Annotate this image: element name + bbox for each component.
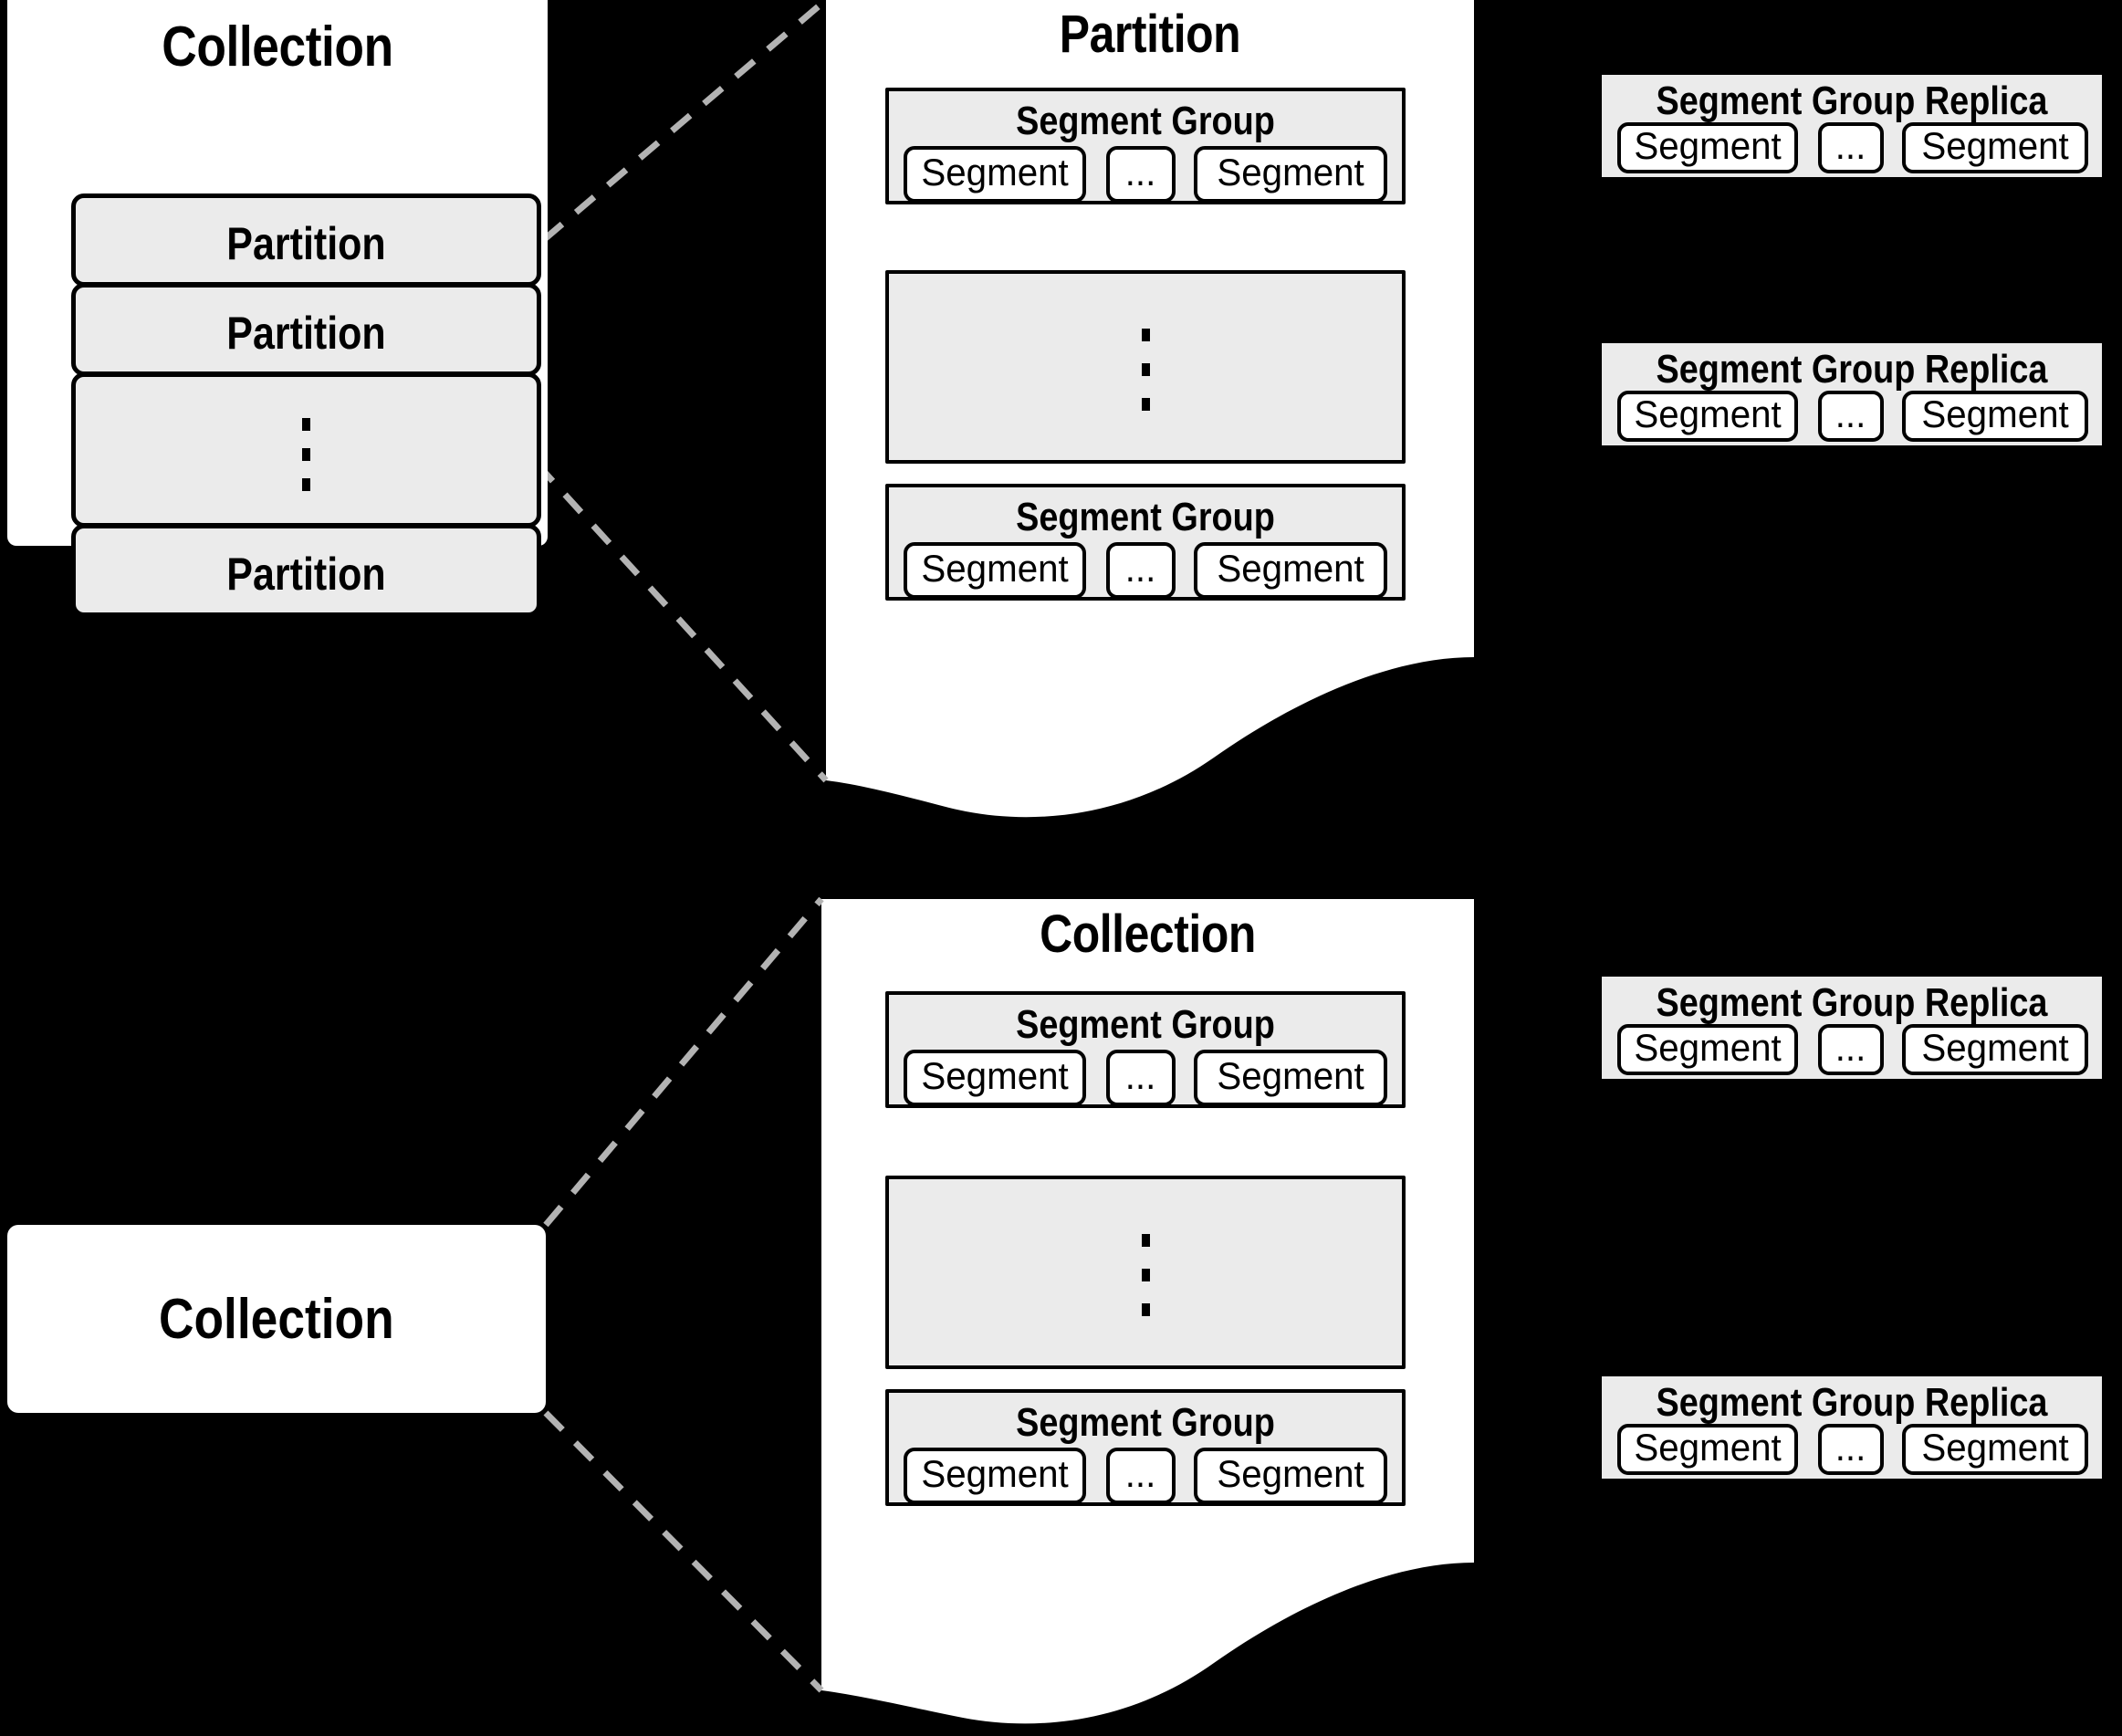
ellipsis-label: ...: [1125, 1452, 1156, 1495]
segment-label: Segment: [1634, 124, 1782, 167]
segment-label: Segment: [921, 1054, 1069, 1097]
ellipsis-label: ...: [1125, 1054, 1156, 1097]
bottom-sg1-segment-ellipsis: ...: [1106, 1050, 1176, 1106]
ellipsis-dot: [1141, 1269, 1150, 1281]
bottom-group-vertical-ellipsis: [889, 1234, 1402, 1316]
top-replica-1-label: Segment Group Replica: [1656, 78, 2048, 123]
segment-label: Segment: [921, 1452, 1069, 1495]
segment-label: Segment: [1217, 547, 1364, 590]
partition-box-2[interactable]: Partition: [71, 283, 541, 376]
segment-label: Segment: [1921, 392, 2069, 435]
bottom-sg1-segment-right[interactable]: Segment: [1194, 1050, 1387, 1106]
ellipsis-dot: [1141, 329, 1150, 341]
bottom-sg2-segment-ellipsis: ...: [1106, 1448, 1176, 1504]
top-sg1-segment-ellipsis: ...: [1106, 146, 1176, 203]
bottom-sg1-segment-left[interactable]: Segment: [904, 1050, 1086, 1106]
bottom-sg2-segment-left[interactable]: Segment: [904, 1448, 1086, 1504]
bottom-group-ellipsis-box: [885, 1176, 1406, 1369]
segment-label: Segment: [1217, 151, 1364, 193]
bottom-sg2-segment-right[interactable]: Segment: [1194, 1448, 1387, 1504]
top-sg2-segment-right[interactable]: Segment: [1194, 542, 1387, 599]
top-collection-title: Collection: [162, 16, 393, 78]
segment-label: Segment: [921, 547, 1069, 590]
ellipsis-label: ...: [1125, 547, 1156, 590]
ellipsis-label: ...: [1835, 124, 1866, 167]
connector-collection-bottom: [543, 1410, 824, 1693]
segment-label: Segment: [1921, 1426, 2069, 1469]
bottom-collection-card-label: Collection: [159, 1287, 394, 1351]
ellipsis-dot: [1141, 1234, 1150, 1247]
bottom-replica-1-segment-right[interactable]: Segment: [1902, 1024, 2088, 1075]
ellipsis-dot: [302, 448, 310, 461]
segment-label: Segment: [1921, 1026, 2069, 1069]
partition-vertical-ellipsis: [76, 418, 537, 491]
ellipsis-dot: [1141, 398, 1150, 411]
bottom-replica-1-label: Segment Group Replica: [1656, 980, 2048, 1025]
top-replica-1-segment-right[interactable]: Segment: [1902, 122, 2088, 173]
top-group-vertical-ellipsis: [889, 329, 1402, 411]
ellipsis-dot: [302, 478, 310, 491]
segment-label: Segment: [1634, 1426, 1782, 1469]
bottom-collection-panel-title: Collection: [1040, 905, 1256, 964]
partition-panel-title: Partition: [1059, 5, 1241, 64]
partition-box-3-label: Partition: [226, 549, 386, 600]
bottom-replica-2-segment-ellipsis: ...: [1818, 1424, 1884, 1475]
bottom-segment-group-2-label: Segment Group: [1016, 1400, 1275, 1445]
segment-label: Segment: [1634, 392, 1782, 435]
top-replica-2-segment-left[interactable]: Segment: [1617, 391, 1798, 442]
partition-box-3[interactable]: Partition: [71, 524, 541, 617]
segment-label: Segment: [1634, 1026, 1782, 1069]
top-sg1-segment-right[interactable]: Segment: [1194, 146, 1387, 203]
ellipsis-label: ...: [1835, 392, 1866, 435]
segment-label: Segment: [1921, 124, 2069, 167]
top-replica-2-segment-ellipsis: ...: [1818, 391, 1884, 442]
top-sg2-segment-left[interactable]: Segment: [904, 542, 1086, 599]
partition-box-1[interactable]: Partition: [71, 193, 541, 287]
ellipsis-label: ...: [1125, 151, 1156, 193]
bottom-replica-1-segment-left[interactable]: Segment: [1617, 1024, 1798, 1075]
top-segment-group-1-label: Segment Group: [1016, 99, 1275, 143]
bottom-replica-1-segment-ellipsis: ...: [1818, 1024, 1884, 1075]
ellipsis-label: ...: [1835, 1426, 1866, 1469]
connector-collection-top: [543, 896, 824, 1228]
top-replica-1-segment-ellipsis: ...: [1818, 122, 1884, 173]
top-replica-2-label: Segment Group Replica: [1656, 347, 2048, 392]
top-group-ellipsis-box: [885, 270, 1406, 464]
segment-label: Segment: [1217, 1054, 1364, 1097]
top-sg2-segment-ellipsis: ...: [1106, 542, 1176, 599]
top-replica-2-segment-right[interactable]: Segment: [1902, 391, 2088, 442]
bottom-collection-card[interactable]: Collection: [7, 1225, 546, 1413]
bottom-replica-2-segment-right[interactable]: Segment: [1902, 1424, 2088, 1475]
segment-label: Segment: [921, 151, 1069, 193]
ellipsis-label: ...: [1835, 1026, 1866, 1069]
ellipsis-dot: [1141, 1303, 1150, 1316]
segment-label: Segment: [1217, 1452, 1364, 1495]
top-sg1-segment-left[interactable]: Segment: [904, 146, 1086, 203]
partition-box-1-label: Partition: [226, 218, 386, 269]
top-replica-1-segment-left[interactable]: Segment: [1617, 122, 1798, 173]
partition-ellipsis-box: [71, 372, 541, 528]
bottom-replica-2-segment-left[interactable]: Segment: [1617, 1424, 1798, 1475]
ellipsis-dot: [1141, 363, 1150, 376]
partition-box-2-label: Partition: [226, 308, 386, 359]
bottom-segment-group-1-label: Segment Group: [1016, 1002, 1275, 1047]
bottom-replica-2-label: Segment Group Replica: [1656, 1380, 2048, 1425]
top-segment-group-2-label: Segment Group: [1016, 495, 1275, 539]
ellipsis-dot: [302, 418, 310, 431]
